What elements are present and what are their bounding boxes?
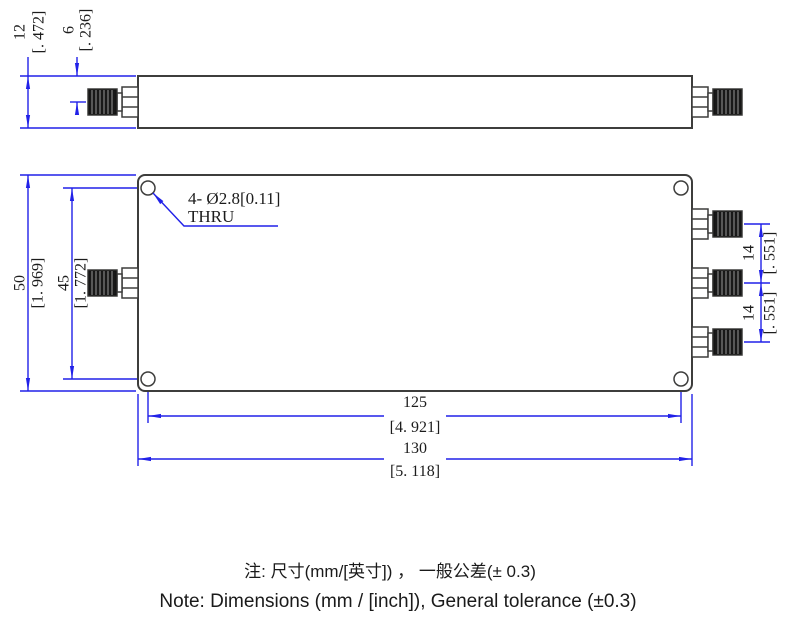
notes: 注: 尺寸(mm/[英寸]) ， 一般公差(± 0.3) Note: Dimen… [159,562,636,612]
dim-port-pitch-lower-inch: [. 551] [762,292,779,335]
dim-body-width: 130 [5. 118] [138,440,692,480]
mounting-hole-top-left [140,180,156,196]
dim-hole-span-h-inch: [4. 921] [390,419,441,436]
note-chinese: 注: 尺寸(mm/[英寸]) ， 一般公差(± 0.3) [244,562,536,581]
dim-thickness-mm: 12 [12,24,29,40]
dim-port-offset-mm: 6 [61,26,78,34]
dim-port-pitch-upper-inch: [. 551] [762,232,779,275]
dim-hole-span-v-mm: 45 [56,275,73,291]
dim-body-height-inch: [1. 969] [30,258,47,309]
dim-port-pitch-lower-mm: 14 [741,305,758,321]
side-view-body [137,75,693,129]
dim-thickness-inch: [. 472] [31,11,48,54]
mounting-hole-bottom-left [140,371,156,387]
dim-port-offset-inch: [. 236] [78,9,95,52]
dim-body-width-inch: [5. 118] [390,463,440,480]
dim-hole-span-v: 45 [1. 772] [56,188,90,379]
dim-hole-span-h: 125 [4. 921] [148,394,681,436]
dim-thickness: 12 [. 472] [12,11,48,128]
input-port-connector [87,267,139,299]
side-view-output-connector [691,86,743,118]
hole-callout-thru: THRU [188,207,234,226]
mounting-hole-top-right [673,180,689,196]
mounting-hole-bottom-right [673,371,689,387]
dim-port-pitch-upper-mm: 14 [741,245,758,261]
side-view: 12 [. 472] 6 [. 236] [12,9,743,129]
leader-line [152,192,278,227]
note-english: Note: Dimensions (mm / [inch]), General … [159,591,636,612]
hole-callout: 4- Ø2.8[0.11] THRU [152,189,280,227]
dim-body-height: 50 [1. 969] [12,175,47,391]
output-port-connector-3 [691,326,743,358]
output-port-connector-1 [691,208,743,240]
front-view: 50 [1. 969] 45 [1. 772] 14 [. 551] 14 [.… [12,174,779,480]
dim-body-height-mm: 50 [12,275,29,291]
hole-callout-spec: 4- Ø2.8[0.11] [188,189,280,208]
side-view-input-connector [87,86,139,118]
output-port-connector-2 [691,267,743,299]
dim-hole-span-v-inch: [1. 772] [73,258,90,309]
dim-body-width-mm: 130 [403,440,427,457]
dim-port-offset: 6 [. 236] [61,9,95,115]
leader-arrow [153,193,164,205]
dim-port-pitch: 14 [. 551] 14 [. 551] [741,224,779,342]
dim-hole-span-h-mm: 125 [403,394,427,411]
